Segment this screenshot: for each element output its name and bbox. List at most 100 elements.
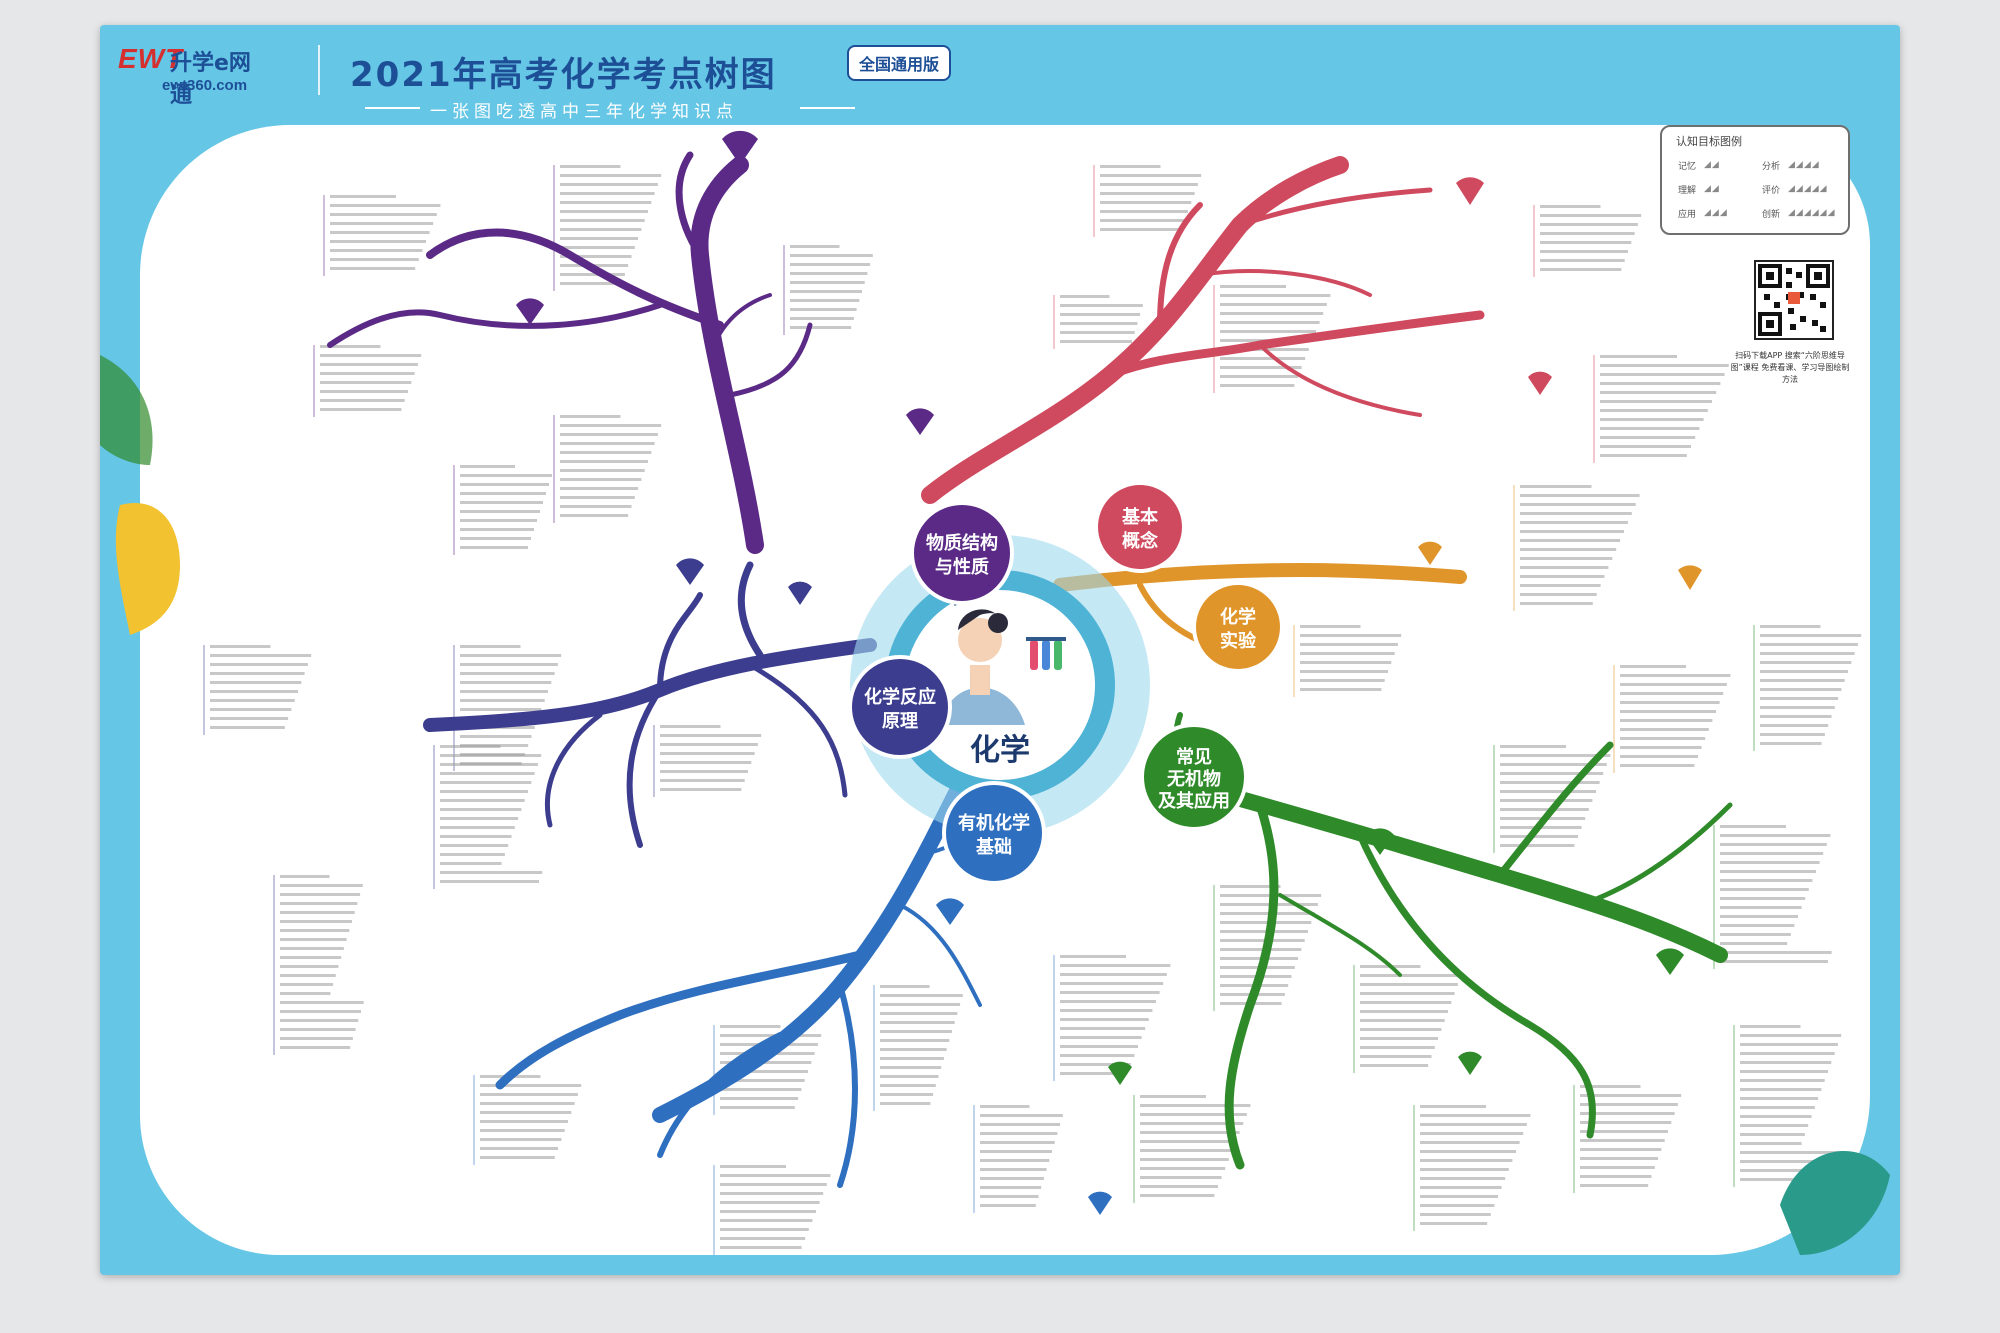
- text-row-placeholder: [460, 546, 528, 549]
- text-row-placeholder: [210, 663, 308, 666]
- text-row-placeholder: [1720, 852, 1824, 855]
- text-row-placeholder: [1220, 303, 1327, 306]
- text-row-placeholder: [1540, 241, 1632, 244]
- text-row-placeholder: [1100, 174, 1202, 177]
- branch-label-line: 物质结构: [926, 532, 998, 554]
- text-row-placeholder: [1420, 1195, 1498, 1198]
- branch-wuji-trunk: [1173, 712, 1733, 1170]
- text-row-placeholder: [560, 282, 622, 285]
- text-row-placeholder: [1420, 1222, 1488, 1225]
- text-row-placeholder: [1360, 992, 1455, 995]
- branch-label-line: 化学反应: [864, 686, 936, 708]
- text-row-placeholder: [460, 465, 515, 468]
- ginkgo-leaves: [516, 130, 1702, 1215]
- text-row-placeholder: [440, 853, 505, 856]
- text-row-placeholder: [880, 1030, 952, 1033]
- text-row-placeholder: [560, 183, 658, 186]
- text-row-placeholder: [1060, 982, 1164, 985]
- text-row-placeholder: [720, 1183, 827, 1186]
- text-row-placeholder: [1620, 710, 1716, 713]
- text-row-placeholder: [280, 893, 361, 896]
- text-row-placeholder: [280, 911, 355, 914]
- text-row-placeholder: [1740, 1043, 1838, 1046]
- text-row-placeholder: [480, 1111, 572, 1114]
- branch-node-wuji[interactable]: 常见 无机物 及其应用: [1140, 723, 1248, 831]
- text-row-placeholder: [460, 681, 552, 684]
- text-row-placeholder: [1720, 933, 1791, 936]
- text-row-placeholder: [980, 1150, 1052, 1153]
- text-row-placeholder: [1060, 1036, 1142, 1039]
- text-row-placeholder: [560, 210, 648, 213]
- text-row-placeholder: [1740, 1106, 1815, 1109]
- text-row-placeholder: [320, 354, 422, 357]
- branch-label-line: 基本: [1121, 506, 1158, 528]
- text-row-placeholder: [1740, 1151, 1843, 1154]
- text-row-placeholder: [720, 1165, 786, 1168]
- text-row-placeholder: [880, 994, 963, 997]
- text-row-placeholder: [880, 1084, 936, 1087]
- text-row-placeholder: [460, 483, 549, 486]
- text-row-placeholder: [1060, 1009, 1153, 1012]
- text-row-placeholder: [720, 1246, 802, 1249]
- text-row-placeholder: [1060, 313, 1141, 316]
- text-row-placeholder: [1600, 454, 1687, 457]
- leaf-icon: [1108, 1061, 1132, 1085]
- text-row-placeholder: [1140, 1095, 1206, 1098]
- text-row-placeholder: [880, 1039, 950, 1042]
- text-row-placeholder: [1360, 1019, 1445, 1022]
- text-row-placeholder: [1500, 745, 1566, 748]
- legend-item: 分析: [1762, 162, 1781, 172]
- leaf-icon: [722, 130, 758, 165]
- text-row-placeholder: [280, 983, 334, 986]
- branch-node-youji[interactable]: 有机化学 基础: [942, 781, 1046, 885]
- leaf-icon: [1456, 177, 1484, 205]
- text-row-placeholder: [1060, 295, 1110, 298]
- text-row-placeholder: [480, 1102, 575, 1105]
- text-row-placeholder: [720, 1070, 808, 1073]
- text-row-placeholder: [560, 514, 629, 517]
- branch-label-line: 与性质: [935, 556, 989, 578]
- text-row-placeholder: [1720, 861, 1820, 864]
- text-row-placeholder: [1060, 973, 1167, 976]
- legend-item: 记忆: [1678, 162, 1697, 172]
- branch-node-fanying[interactable]: 化学反应 原理: [848, 655, 952, 759]
- text-row-placeholder: [1580, 1103, 1678, 1106]
- text-row-placeholder: [1100, 165, 1161, 168]
- text-row-placeholder: [480, 1138, 562, 1141]
- branch-node-jiben[interactable]: 基本 概念: [1094, 481, 1186, 573]
- text-row-placeholder: [440, 862, 502, 865]
- text-row-placeholder: [1760, 724, 1829, 727]
- text-row-placeholder: [1100, 210, 1188, 213]
- text-row-placeholder: [1540, 205, 1601, 208]
- text-row-placeholder: [1760, 688, 1842, 691]
- header-divider: [318, 45, 320, 95]
- text-row-placeholder: [330, 249, 423, 252]
- text-row-placeholder: [1100, 219, 1185, 222]
- text-row-placeholder: [280, 875, 330, 878]
- text-row-placeholder: [330, 267, 416, 270]
- branch-node-shiyan[interactable]: 化学 实验: [1192, 581, 1284, 673]
- legend-item: 应用: [1678, 210, 1697, 220]
- text-row-placeholder: [1520, 539, 1621, 542]
- text-row-placeholder: [980, 1168, 1047, 1171]
- text-row-placeholder: [330, 204, 441, 207]
- ewt-logo: EWT 升学e网通 ewt360.com: [118, 43, 268, 108]
- branch-label-line: 无机物: [1167, 768, 1221, 790]
- text-row-placeholder: [560, 246, 635, 249]
- text-row-placeholder: [1760, 697, 1839, 700]
- text-row-placeholder: [1720, 897, 1806, 900]
- text-row-placeholder: [1720, 924, 1795, 927]
- text-row-placeholder: [320, 390, 408, 393]
- qr-code-icon[interactable]: [1754, 260, 1834, 340]
- text-row-placeholder: [1760, 625, 1821, 628]
- text-row-placeholder: [1720, 915, 1798, 918]
- text-row-placeholder: [1420, 1186, 1502, 1189]
- text-row-placeholder: [1740, 1160, 1839, 1163]
- text-row-placeholder: [330, 258, 419, 261]
- text-row-placeholder: [1740, 1061, 1832, 1064]
- text-row-placeholder: [1740, 1124, 1809, 1127]
- branch-node-wuzhi[interactable]: 物质结构 与性质: [910, 501, 1014, 605]
- branch-label-line: 实验: [1220, 630, 1257, 652]
- text-row-placeholder: [720, 1228, 809, 1231]
- text-row-placeholder: [1300, 634, 1402, 637]
